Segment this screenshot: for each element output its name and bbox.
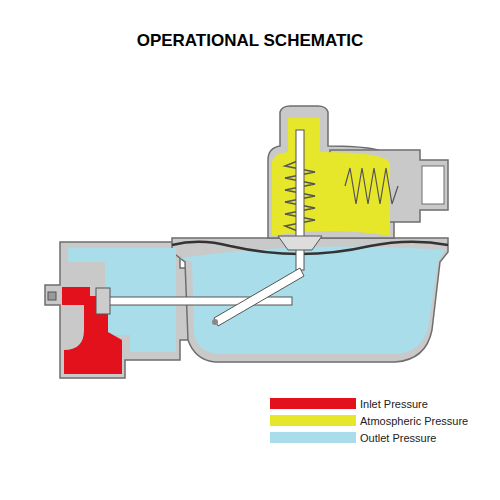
legend-row: Atmospheric Pressure bbox=[270, 412, 468, 429]
valve-disc bbox=[96, 288, 110, 314]
diaphragm-plate bbox=[278, 236, 322, 250]
legend-swatch bbox=[270, 415, 356, 426]
legend-swatch bbox=[270, 398, 356, 409]
outlet-cavity bbox=[68, 246, 445, 354]
legend-row: Outlet Pressure bbox=[270, 429, 468, 446]
lever-pivot bbox=[212, 319, 218, 325]
legend-text: Atmospheric Pressure bbox=[360, 415, 468, 427]
legend-swatch bbox=[270, 432, 356, 443]
legend: Inlet PressureAtmospheric PressureOutlet… bbox=[270, 395, 468, 446]
vent-opening bbox=[422, 166, 444, 204]
diagram-title: OPERATIONAL SCHEMATIC bbox=[0, 31, 500, 51]
legend-row: Inlet Pressure bbox=[270, 395, 468, 412]
housing bbox=[45, 106, 448, 378]
legend-text: Inlet Pressure bbox=[360, 398, 428, 410]
lever bbox=[214, 268, 304, 326]
vent-spring bbox=[345, 168, 398, 204]
legend-text: Outlet Pressure bbox=[360, 432, 436, 444]
inlet-plug bbox=[48, 292, 56, 300]
